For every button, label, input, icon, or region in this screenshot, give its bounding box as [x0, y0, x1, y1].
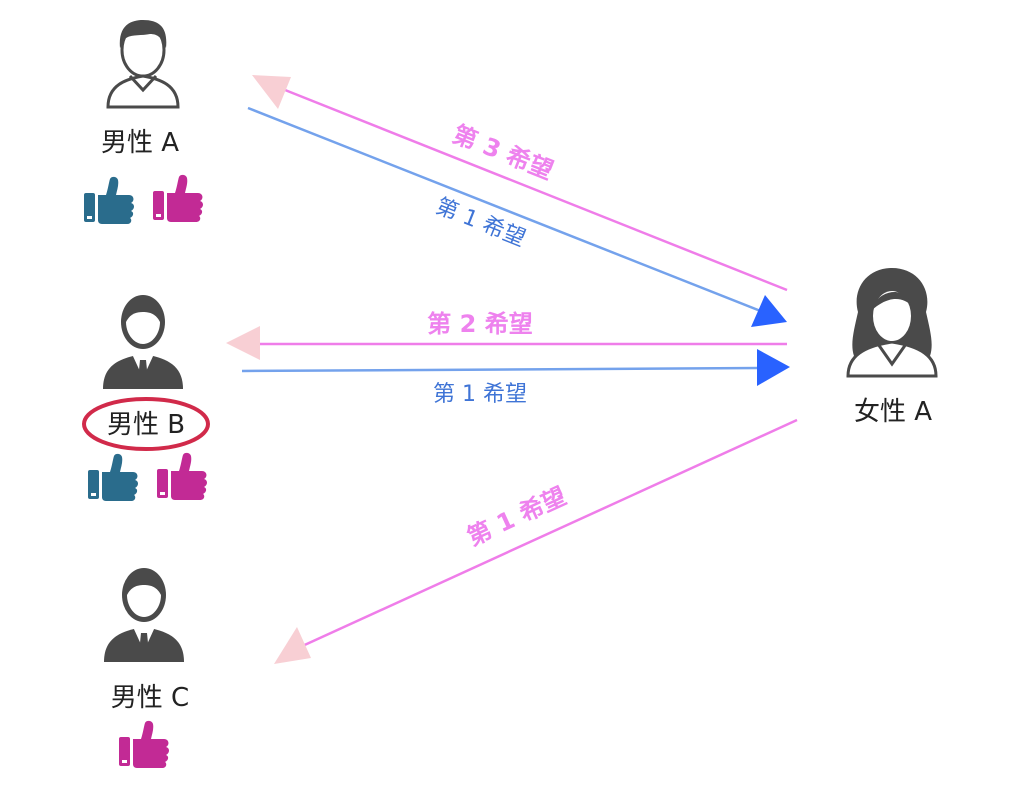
person-label-female-a: 女性 A [854, 397, 932, 427]
person-label-male-a: 男性 A [101, 128, 179, 158]
arrow-label-female-to-male-c: 第 1 希望 [463, 482, 571, 551]
man-suit-icon [104, 568, 184, 662]
arrow-female-to-male-c [274, 418, 798, 664]
arrow-label-male-a-to-female: 第 1 希望 [432, 194, 529, 252]
person-label-male-c: 男性 C [111, 683, 189, 713]
person-label-male-b: 男性 B [107, 410, 185, 440]
arrow-male-a-to-female [247, 106, 787, 327]
like-blue-icon [88, 453, 138, 501]
arrow-male-b-to-female [241, 349, 790, 386]
like-pink-icon [153, 174, 203, 222]
arrow-label-female-to-male-b: 第 2 希望 [427, 310, 532, 338]
arrow-label-female-to-male-a: 第 3 希望 [449, 120, 557, 185]
highlight-ring [82, 397, 210, 451]
like-pink-icon [157, 452, 207, 500]
arrow-female-to-male-b [226, 326, 787, 360]
like-pink-icon [119, 720, 169, 768]
man-casual-icon [106, 20, 180, 109]
man-suit-icon [103, 295, 183, 389]
arrow-female-to-male-a [252, 75, 788, 292]
woman-icon [846, 268, 938, 378]
arrow-label-male-b-to-female: 第 1 希望 [433, 382, 527, 407]
like-blue-icon [84, 176, 134, 224]
